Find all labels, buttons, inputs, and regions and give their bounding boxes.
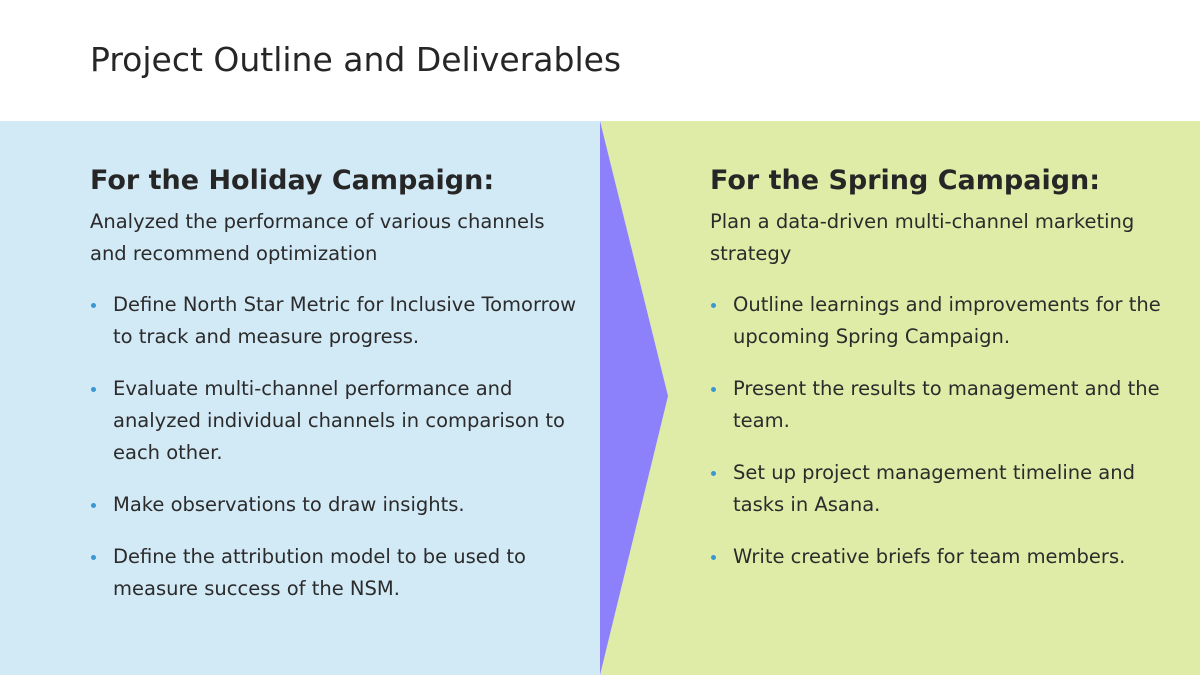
bullet-item: Write creative briefs for team members. xyxy=(710,541,1170,573)
holiday-campaign-column: For the Holiday Campaign: Analyzed the p… xyxy=(90,162,580,625)
bullet-dot-icon xyxy=(711,387,716,392)
slide-title: Project Outline and Deliverables xyxy=(90,40,622,79)
bullet-text: Present the results to management and th… xyxy=(733,377,1160,432)
bullet-item: Define the attribution model to be used … xyxy=(90,541,580,605)
bullet-dot-icon xyxy=(91,555,96,560)
holiday-campaign-bullets: Define North Star Metric for Inclusive T… xyxy=(90,289,580,605)
spring-campaign-subtitle: Plan a data-driven multi-channel marketi… xyxy=(710,210,1135,265)
bullet-text: Outline learnings and improvements for t… xyxy=(733,293,1161,348)
holiday-campaign-panel xyxy=(0,121,601,675)
bullet-dot-icon xyxy=(711,555,716,560)
bullet-text: Evaluate multi-channel performance and a… xyxy=(113,377,565,464)
bullet-item: Present the results to management and th… xyxy=(710,373,1170,437)
arrow-chevron-polygon xyxy=(600,121,668,675)
bullet-item: Make observations to draw insights. xyxy=(90,489,580,521)
spring-campaign-column: For the Spring Campaign: Plan a data-dri… xyxy=(710,162,1170,593)
bullet-item: Define North Star Metric for Inclusive T… xyxy=(90,289,580,353)
bullet-text: Make observations to draw insights. xyxy=(113,493,465,516)
bullet-text: Define the attribution model to be used … xyxy=(113,545,526,600)
holiday-campaign-heading: For the Holiday Campaign: xyxy=(90,165,495,196)
bullet-item: Set up project management timeline and t… xyxy=(710,457,1170,521)
spring-campaign-bullets: Outline learnings and improvements for t… xyxy=(710,289,1170,573)
bullet-dot-icon xyxy=(711,471,716,476)
spring-campaign-heading: For the Spring Campaign: xyxy=(710,165,1101,196)
bullet-text: Write creative briefs for team members. xyxy=(733,545,1126,568)
bullet-dot-icon xyxy=(91,503,96,508)
bullet-text: Set up project management timeline and t… xyxy=(733,461,1135,516)
bullet-item: Outline learnings and improvements for t… xyxy=(710,289,1170,353)
holiday-campaign-subtitle: Analyzed the performance of various chan… xyxy=(90,210,545,265)
bullet-dot-icon xyxy=(91,387,96,392)
bullet-text: Define North Star Metric for Inclusive T… xyxy=(113,293,577,348)
arrow-chevron-shape xyxy=(600,121,668,675)
spring-campaign-panel xyxy=(601,121,1200,675)
bullet-dot-icon xyxy=(91,303,96,308)
bullet-dot-icon xyxy=(711,303,716,308)
bullet-item: Evaluate multi-channel performance and a… xyxy=(90,373,580,469)
